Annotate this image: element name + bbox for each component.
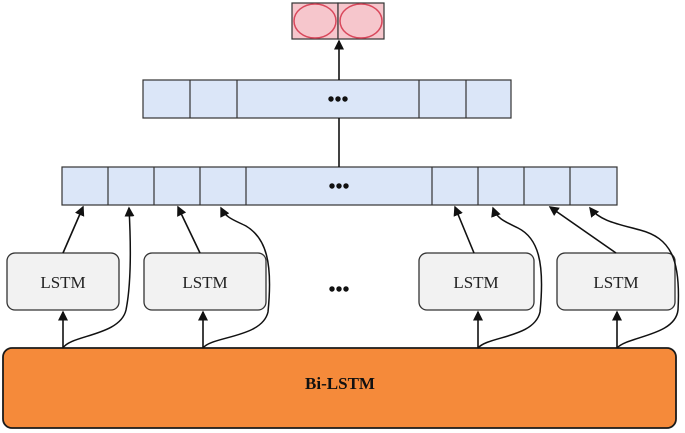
lstm-label: LSTM xyxy=(40,273,85,292)
lstm-row: LSTM LSTM ••• LSTM LSTM xyxy=(6,252,676,311)
skip-connection-arrow xyxy=(477,206,543,349)
skip-connection-arrow xyxy=(589,206,680,349)
lstm-box xyxy=(418,252,535,311)
lstm-to-concat-arrow xyxy=(177,205,201,254)
lstm-label: LSTM xyxy=(453,273,498,292)
bilstm-label: Bi-LSTM xyxy=(305,374,375,393)
bilstm-to-lstm-arrows xyxy=(58,310,622,348)
skip-connection-arrow xyxy=(202,206,271,349)
lstm-ellipsis: ••• xyxy=(328,279,349,301)
hidden-layer-container xyxy=(142,79,512,119)
lstm-to-concat-arrow xyxy=(62,205,85,254)
bilstm-box xyxy=(2,347,677,429)
lstm-label: LSTM xyxy=(593,273,638,292)
lstm-output-arrows xyxy=(62,205,617,254)
lstm-box xyxy=(143,252,267,311)
output-layer xyxy=(291,2,385,40)
skip-connection-arrow xyxy=(62,206,135,349)
skip-connections xyxy=(62,206,680,349)
output-neuron xyxy=(339,3,383,39)
hidden-layer-ellipsis: ••• xyxy=(327,89,348,111)
hidden-layer: ••• xyxy=(142,79,512,119)
concat-layer: ••• xyxy=(61,166,618,206)
lstm-label: LSTM xyxy=(182,273,227,292)
output-neuron xyxy=(293,3,337,39)
lstm-to-concat-arrow xyxy=(548,206,617,254)
lstm-to-concat-arrow xyxy=(453,205,475,254)
bilstm-block: Bi-LSTM xyxy=(2,347,677,429)
concat-layer-ellipsis: ••• xyxy=(328,176,349,198)
